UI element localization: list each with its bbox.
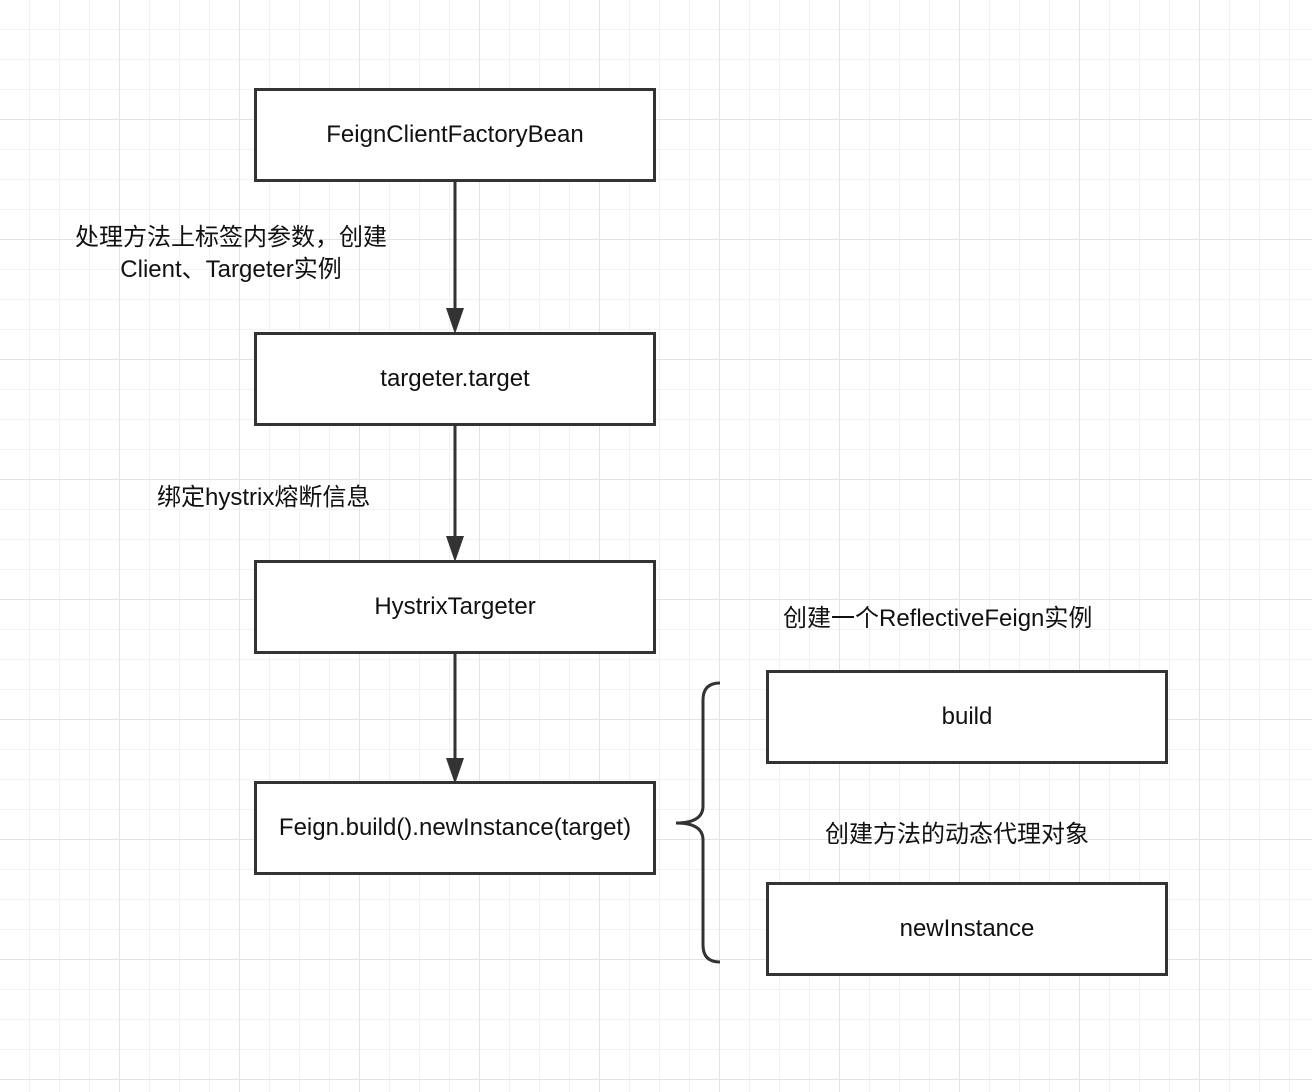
edge-label-text: 绑定hystrix熔断信息: [157, 484, 371, 511]
edge-label-line: 处理方法上标签内参数，创建: [75, 224, 387, 251]
curly-brace: [675, 681, 721, 964]
node-build[interactable]: build: [766, 670, 1168, 764]
node-feign-build-new-instance[interactable]: Feign.build().newInstance(target): [254, 781, 656, 875]
node-feign-client-factory-bean[interactable]: FeignClientFactoryBean: [254, 88, 656, 182]
node-new-instance[interactable]: newInstance: [766, 882, 1168, 976]
node-label: targeter.target: [380, 365, 530, 392]
node-label: newInstance: [899, 915, 1035, 942]
annotation-text: 创建一个ReflectiveFeign实例: [783, 605, 1093, 632]
node-label: Feign.build().newInstance(target): [278, 814, 632, 841]
node-label: build: [941, 703, 993, 730]
edge-label-process-params: 处理方法上标签内参数，创建 Client、Targeter实例: [30, 222, 432, 286]
annotation-text: 创建方法的动态代理对象: [825, 821, 1089, 848]
annotation-create-dynamic-proxy: 创建方法的动态代理对象: [825, 819, 1089, 851]
annotation-create-reflective-feign: 创建一个ReflectiveFeign实例: [783, 603, 1092, 635]
edge-label-line: Client、Targeter实例: [120, 256, 342, 283]
edge-label-bind-hystrix: 绑定hystrix熔断信息: [157, 482, 370, 514]
node-label: HystrixTargeter: [374, 593, 536, 620]
arrowhead-down-icon: [446, 308, 464, 334]
node-hystrix-targeter[interactable]: HystrixTargeter: [254, 560, 656, 654]
node-label: FeignClientFactoryBean: [326, 121, 584, 148]
node-targeter-target[interactable]: targeter.target: [254, 332, 656, 426]
arrowhead-down-icon: [446, 536, 464, 562]
arrowhead-down-icon: [446, 758, 464, 784]
